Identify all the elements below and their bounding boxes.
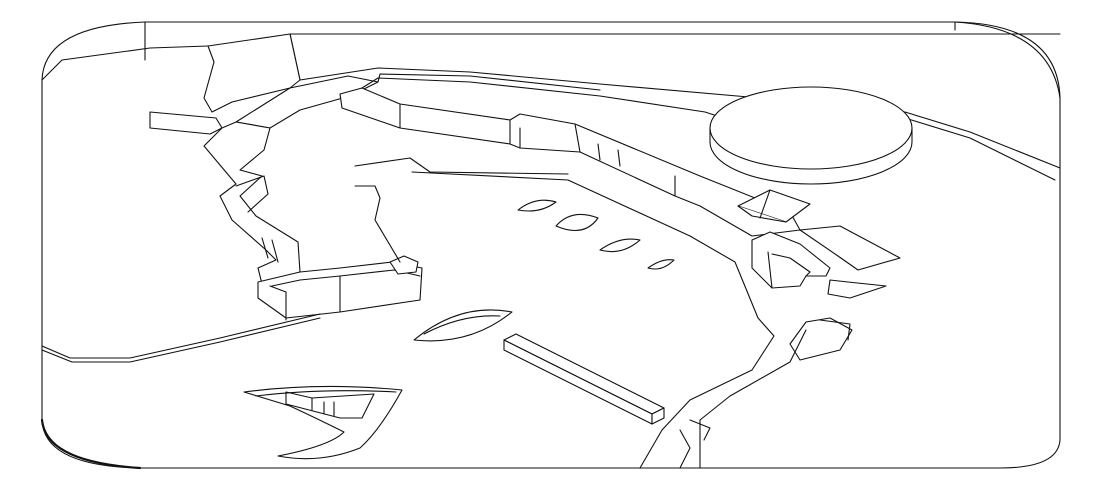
boat-2 <box>555 213 599 232</box>
long-pontoon <box>503 333 665 425</box>
boats <box>413 199 675 342</box>
right-arm-structures <box>751 225 901 361</box>
upper-shoreline <box>289 33 1061 181</box>
boat-3 <box>599 238 641 253</box>
lower-left-shore <box>41 313 321 363</box>
base-thick-edge <box>40 418 142 470</box>
left-breakwater <box>203 75 379 285</box>
inner-quay <box>339 87 801 237</box>
boat-5 <box>413 309 513 342</box>
upper-promenade <box>361 73 761 131</box>
harbour-boundary <box>354 157 807 469</box>
circular-plaza <box>709 86 913 185</box>
left-pier-building <box>257 255 423 321</box>
boat-1 <box>517 199 557 212</box>
left-headland <box>41 33 301 135</box>
model-base-frame <box>40 21 1061 470</box>
lower-island <box>243 385 403 460</box>
boat-4 <box>647 259 675 270</box>
pavilion-roof <box>737 189 811 223</box>
